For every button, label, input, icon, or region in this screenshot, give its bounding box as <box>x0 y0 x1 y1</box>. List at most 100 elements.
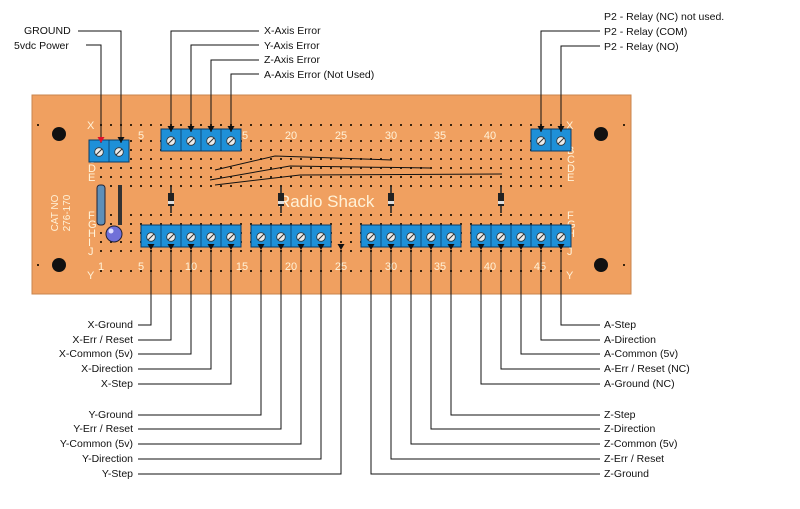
arrow-head <box>187 126 195 132</box>
label-x-direction: X-Direction <box>81 363 133 375</box>
leader-line <box>190 44 259 132</box>
label-p2-relay-com: P2 - Relay (COM) <box>604 26 687 38</box>
leader-line <box>560 45 600 132</box>
arrow-head <box>167 126 175 132</box>
leader-line <box>138 250 192 355</box>
leader-line <box>540 30 600 132</box>
screw-icon <box>386 232 396 242</box>
arrow-head <box>557 126 565 132</box>
screw-icon <box>166 136 176 146</box>
label-a-common: A-Common (5v) <box>604 348 678 360</box>
screw-icon <box>256 232 266 242</box>
arrow-head <box>297 244 305 250</box>
label-x-err-reset: X-Err / Reset <box>72 334 133 346</box>
row-letter: G <box>88 219 97 231</box>
arrow-head <box>227 244 235 250</box>
screw-icon <box>226 136 236 146</box>
label-5vdc-power: 5vdc Power <box>14 40 69 52</box>
screw-icon <box>426 232 436 242</box>
arrow-head <box>537 126 545 132</box>
leader-line <box>86 44 102 143</box>
label-z-common: Z-Common (5v) <box>604 438 678 450</box>
label-x-step: X-Step <box>101 378 133 390</box>
arrow-head <box>117 137 125 143</box>
row-label-x-right: X <box>566 120 574 132</box>
arrow-head <box>477 244 485 250</box>
arrow-head <box>97 137 105 143</box>
arrow-head <box>207 244 215 250</box>
screw-icon <box>206 136 216 146</box>
screw-icon <box>114 147 124 157</box>
column-number: 20 <box>285 261 297 273</box>
screw-icon <box>296 232 306 242</box>
label-z-ground: Z-Ground <box>604 468 649 480</box>
screw-icon <box>166 232 176 242</box>
screw-icon <box>186 232 196 242</box>
label-y-common: Y-Common (5v) <box>60 438 133 450</box>
label-y-axis-error: Y-Axis Error <box>264 40 320 52</box>
label-y-direction: Y-Direction <box>82 453 133 465</box>
label-y-step: Y-Step <box>102 468 133 480</box>
label-z-axis-error: Z-Axis Error <box>264 54 321 66</box>
row-letter: J <box>88 246 94 258</box>
column-number: 35 <box>434 130 446 142</box>
board-title: Radio Shack <box>278 192 375 211</box>
arrow-head <box>317 244 325 250</box>
screw-icon <box>556 232 566 242</box>
label-z-err-reset: Z-Err / Reset <box>604 453 664 465</box>
board-cat-number: CAT NO <box>50 194 61 231</box>
arrow-head <box>427 244 435 250</box>
arrow-head <box>167 244 175 250</box>
screw-icon <box>146 232 156 242</box>
leader-line <box>78 30 122 143</box>
label-a-step: A-Step <box>604 319 636 331</box>
screw-terminal-icon <box>530 128 572 152</box>
leader-line <box>560 250 600 326</box>
arrow-head <box>227 126 235 132</box>
leader-line <box>138 250 232 385</box>
diode-icon <box>498 186 504 213</box>
led-icon <box>105 225 123 243</box>
column-number: 30 <box>385 130 397 142</box>
column-number: 35 <box>434 261 446 273</box>
screw-terminal-icon <box>360 224 462 248</box>
mount-hole-icon <box>594 258 608 272</box>
screw-icon <box>366 232 376 242</box>
leader-line <box>430 250 600 430</box>
screw-icon <box>476 232 486 242</box>
leader-line <box>138 250 302 445</box>
leader-line <box>230 73 259 132</box>
label-y-ground: Y-Ground <box>88 409 133 421</box>
label-x-axis-error: X-Axis Error <box>264 25 321 37</box>
screw-icon <box>536 232 546 242</box>
arrow-head <box>497 244 505 250</box>
jumper-wire <box>214 173 503 186</box>
screw-icon <box>496 232 506 242</box>
row-letter: I <box>88 237 91 249</box>
column-number: 25 <box>335 130 347 142</box>
leader-line <box>138 250 262 416</box>
jumper-wire <box>209 165 431 181</box>
row-letter: J <box>567 246 573 258</box>
arrow-head <box>207 126 215 132</box>
leader-line <box>138 250 152 326</box>
arrow-head <box>257 244 265 250</box>
screw-icon <box>186 136 196 146</box>
label-x-common: X-Common (5v) <box>59 348 133 360</box>
leader-line <box>390 250 600 460</box>
label-a-err-reset: A-Err / Reset (NC) <box>604 363 690 375</box>
screw-icon <box>536 136 546 146</box>
column-number: 5 <box>138 261 144 273</box>
screw-icon <box>206 232 216 242</box>
column-number: 45 <box>534 261 546 273</box>
perfboard <box>31 94 632 295</box>
label-a-axis-error: A-Axis Error (Not Used) <box>264 69 374 81</box>
screw-terminal-icon <box>470 224 572 248</box>
mount-hole-icon <box>594 127 608 141</box>
arrow-head <box>517 244 525 250</box>
diode-icon <box>168 186 174 213</box>
label-p2-relay-no: P2 - Relay (NO) <box>604 41 679 53</box>
label-z-direction: Z-Direction <box>604 423 656 435</box>
row-letter: E <box>88 172 95 184</box>
